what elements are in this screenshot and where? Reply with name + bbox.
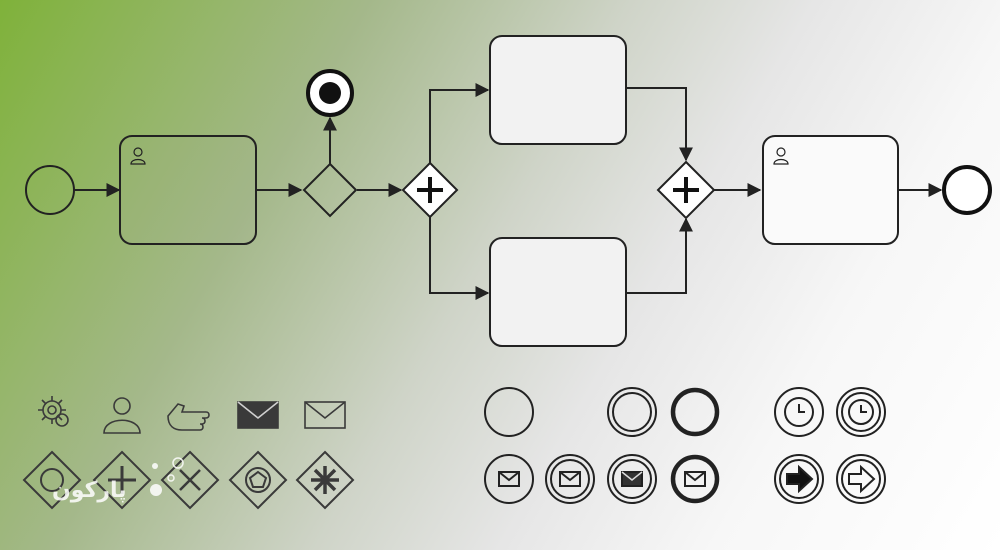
task-lower[interactable] <box>489 237 627 347</box>
flow-upper-to-join <box>627 87 693 162</box>
exclusive-gateway-circle <box>22 450 82 510</box>
end-event[interactable] <box>942 165 992 215</box>
user-task-2[interactable] <box>762 135 899 245</box>
message-end-event <box>670 454 720 504</box>
dots-logo-icon <box>150 457 184 496</box>
user-icon <box>773 147 789 165</box>
user-icon <box>130 147 146 165</box>
envelope-icon <box>304 401 346 429</box>
message-intermediate-event <box>545 454 595 504</box>
intermediate-event <box>607 387 657 437</box>
watermark-text: پارکون <box>52 478 127 503</box>
user-icon <box>103 397 141 434</box>
start-event <box>484 387 534 437</box>
start-event[interactable] <box>25 165 75 215</box>
exclusive-gateway[interactable] <box>302 162 358 218</box>
exclusive-gateway-x <box>160 450 220 510</box>
complex-gateway-pentagon <box>228 450 288 510</box>
legend-task-icons <box>38 396 346 434</box>
signal-arrow-outline-event <box>836 454 886 504</box>
message-throw-event <box>607 454 657 504</box>
terminate-end-event[interactable] <box>306 69 354 117</box>
end-event <box>670 387 720 437</box>
legend-gateways <box>22 450 355 510</box>
message-start-event <box>484 454 534 504</box>
filled-envelope-icon <box>237 401 279 429</box>
legend-events-row1 <box>484 387 886 437</box>
gear-icon <box>38 396 69 427</box>
complex-gateway-asterisk <box>295 450 355 510</box>
parallel-gateway-split[interactable] <box>401 161 459 219</box>
legend-events-row2 <box>484 454 886 504</box>
hand-icon <box>167 403 210 431</box>
sequence-flows <box>74 83 943 300</box>
timer-event <box>774 387 824 437</box>
task-upper[interactable] <box>489 35 627 145</box>
flow-lower-to-join <box>627 217 693 294</box>
flow-split-to-upper <box>429 83 490 163</box>
signal-arrow-filled-event <box>774 454 824 504</box>
parallel-gateway-join[interactable] <box>656 160 716 220</box>
parallel-gateway-plus <box>92 450 152 510</box>
timer-event-double <box>836 387 886 437</box>
flow-split-to-lower <box>429 217 490 300</box>
user-task-1[interactable] <box>119 135 257 245</box>
